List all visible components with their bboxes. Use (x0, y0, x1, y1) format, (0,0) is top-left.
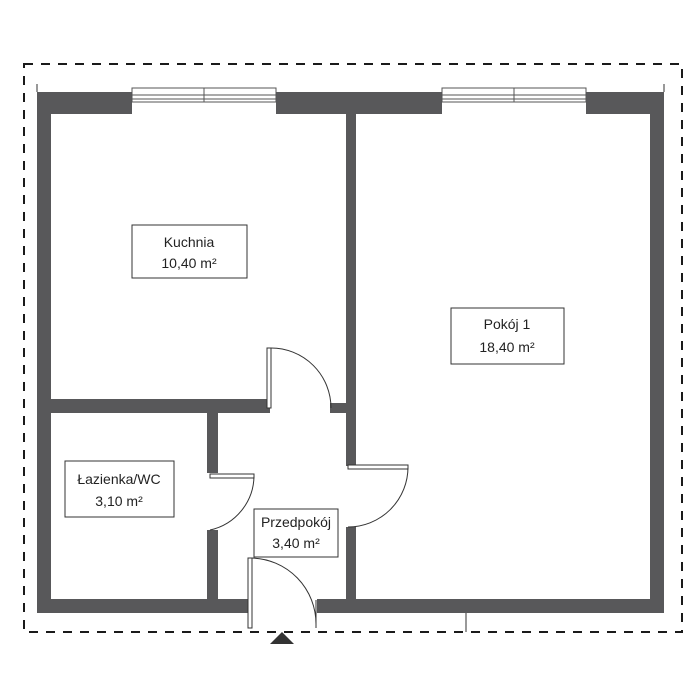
wall-kitchen-hall-stub (330, 403, 346, 413)
balcony-boundary (23, 63, 683, 633)
room-name: Przedpokój (261, 514, 331, 530)
door-entrance (247, 557, 317, 629)
wall-central (346, 114, 356, 466)
wall-bottom-left (37, 599, 248, 613)
room-label-hall: Przedpokój 3,40 m² (253, 508, 339, 558)
room-name: Pokój 1 (484, 316, 531, 332)
wall-right (650, 92, 664, 613)
room-label-kitchen: Kuchnia 10,40 m² (131, 224, 248, 279)
wall-bottom-right (317, 599, 664, 613)
door-kitchen (266, 347, 332, 409)
wall-top-middle (276, 92, 442, 114)
wall-top-right (586, 92, 664, 114)
wall-bathroom-upper (207, 413, 218, 473)
wall-central-lower (346, 527, 356, 599)
room-label-bathroom: Łazienka/WC 3,10 m² (64, 460, 175, 518)
room-name: Kuchnia (164, 234, 215, 250)
wall-bathroom-lower (207, 530, 218, 599)
wall-left (37, 92, 51, 613)
room-label-room: Pokój 1 18,40 m² (450, 307, 565, 365)
room-area: 3,10 m² (95, 493, 143, 509)
wall-top-left (37, 92, 132, 114)
window-kitchen (131, 87, 277, 103)
room-name: Łazienka/WC (77, 471, 160, 487)
window-room (441, 87, 587, 103)
door-room (347, 464, 409, 528)
room-area: 3,40 m² (272, 535, 320, 551)
room-area: 10,40 m² (161, 255, 217, 271)
entrance-arrow-icon (270, 632, 294, 644)
wall-kitchen-bathroom (51, 399, 270, 413)
door-bathroom (209, 473, 255, 531)
room-area: 18,40 m² (479, 339, 535, 355)
